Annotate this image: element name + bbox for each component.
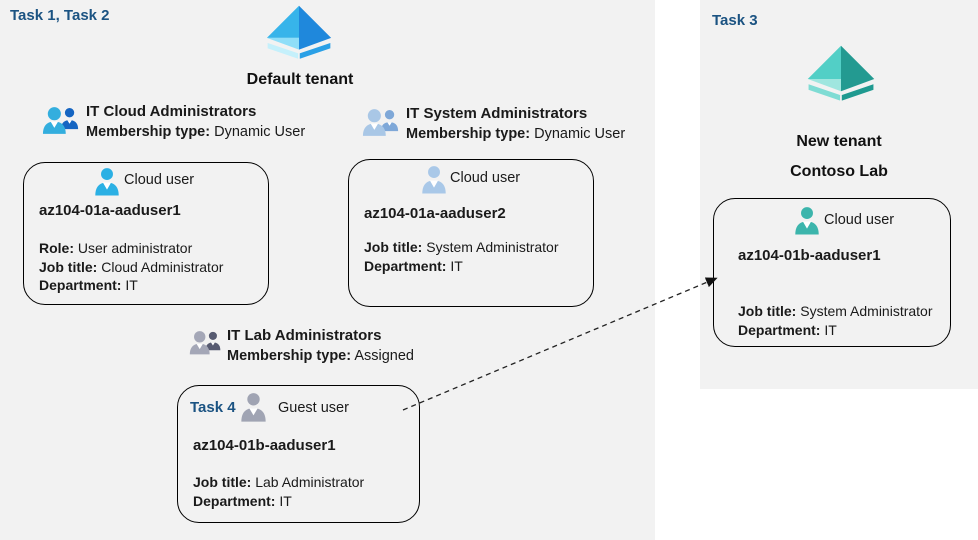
users-group-icon bbox=[362, 109, 399, 136]
field-value: IT bbox=[450, 257, 463, 274]
user-name: az104-01b-aaduser1 bbox=[193, 437, 336, 454]
field-label: Department: bbox=[39, 277, 122, 293]
membership-type: Membership type: Dynamic User bbox=[406, 126, 625, 142]
user-field-job-title: Job title: System Administrator bbox=[364, 238, 559, 257]
new-tenant-title-line1: New tenant bbox=[796, 133, 882, 150]
field-value: User administrator bbox=[77, 240, 193, 256]
user-field-department: Department: IT bbox=[193, 492, 364, 511]
cloud-user-icon bbox=[95, 168, 119, 196]
membership-type: Membership type: Dynamic User bbox=[86, 124, 305, 140]
field-value: Cloud Administrator bbox=[101, 258, 224, 275]
task-1-2-label: Task 1, Task 2 bbox=[10, 7, 110, 24]
field-label: Job title: bbox=[39, 258, 98, 275]
user-details: Role: User administrator Job title: Clou… bbox=[39, 239, 223, 295]
user-details: Job title: System Administrator Departme… bbox=[364, 238, 559, 275]
user-field-job-title: Job title: Lab Administrator bbox=[193, 473, 364, 492]
azure-ad-teal-pyramid-icon bbox=[806, 45, 876, 103]
field-label: Job title: bbox=[738, 303, 797, 319]
field-label: Department: bbox=[364, 257, 447, 274]
field-value: System Administrator bbox=[800, 303, 933, 319]
field-label: Department: bbox=[738, 321, 821, 338]
user-name: az104-01a-aaduser2 bbox=[364, 205, 506, 222]
new-tenant-title: New tenant Contoso Lab bbox=[754, 127, 924, 187]
cloud-user-icon bbox=[795, 207, 819, 235]
field-value: IT bbox=[279, 492, 292, 509]
user-details: Job title: Lab Administrator Department:… bbox=[193, 473, 364, 510]
user-card-aaduser2: Cloud user az104-01a-aaduser2 Job title:… bbox=[348, 159, 594, 307]
azure-ad-blue-pyramid-icon bbox=[266, 5, 332, 61]
group-name: IT Cloud Administrators bbox=[86, 103, 257, 120]
user-field-job-title: Job title: System Administrator bbox=[738, 302, 933, 321]
user-field-department: Department: IT bbox=[39, 276, 223, 295]
user-field-department: Department: IT bbox=[364, 257, 559, 276]
default-tenant-panel bbox=[0, 0, 655, 540]
membership-type-value: Dynamic User bbox=[214, 124, 306, 140]
field-value: IT bbox=[824, 321, 837, 338]
membership-type-label: Membership type: bbox=[227, 348, 352, 364]
user-type-label: Cloud user bbox=[124, 172, 195, 188]
users-group-icon bbox=[42, 107, 79, 134]
new-tenant-title-line2: Contoso Lab bbox=[790, 163, 888, 180]
membership-type-value: Assigned bbox=[354, 348, 414, 364]
user-card-aaduser1: Cloud user az104-01a-aaduser1 Role: User… bbox=[23, 162, 269, 305]
user-field-role: Role: User administrator bbox=[39, 239, 223, 258]
membership-type-value: Dynamic User bbox=[534, 126, 626, 142]
user-type-label: Cloud user bbox=[450, 170, 521, 186]
field-label: Job title: bbox=[364, 239, 423, 255]
membership-type-label: Membership type: bbox=[86, 124, 211, 140]
cloud-user-icon bbox=[422, 166, 446, 194]
membership-type-label: Membership type: bbox=[406, 126, 531, 142]
task-4-label: Task 4 bbox=[190, 399, 236, 416]
guest-user-icon bbox=[241, 393, 266, 422]
group-name: IT System Administrators bbox=[406, 105, 588, 122]
guest-user-card: Task 4 Guest user az104-01b-aaduser1 Job… bbox=[177, 385, 420, 523]
group-name: IT Lab Administrators bbox=[227, 327, 382, 344]
user-name: az104-01b-aaduser1 bbox=[738, 247, 881, 264]
field-label: Job title: bbox=[193, 474, 252, 490]
field-label: Department: bbox=[193, 492, 276, 509]
users-group-icon bbox=[189, 331, 221, 355]
user-type-label: Cloud user bbox=[824, 212, 895, 228]
user-field-job-title: Job title: Cloud Administrator bbox=[39, 258, 223, 277]
field-value: IT bbox=[125, 277, 138, 293]
field-label: Role: bbox=[39, 240, 74, 256]
field-value: Lab Administrator bbox=[255, 474, 365, 490]
user-name: az104-01a-aaduser1 bbox=[39, 202, 181, 219]
user-field-department: Department: IT bbox=[738, 321, 933, 340]
user-type-label: Guest user bbox=[278, 400, 349, 416]
default-tenant-title: Default tenant bbox=[246, 71, 354, 88]
task-3-label: Task 3 bbox=[712, 12, 758, 29]
user-details: Job title: System Administrator Departme… bbox=[738, 302, 933, 339]
field-value: System Administrator bbox=[426, 239, 559, 255]
membership-type: Membership type: Assigned bbox=[227, 348, 414, 364]
new-tenant-user-card: Cloud user az104-01b-aaduser1 Job title:… bbox=[713, 198, 951, 347]
